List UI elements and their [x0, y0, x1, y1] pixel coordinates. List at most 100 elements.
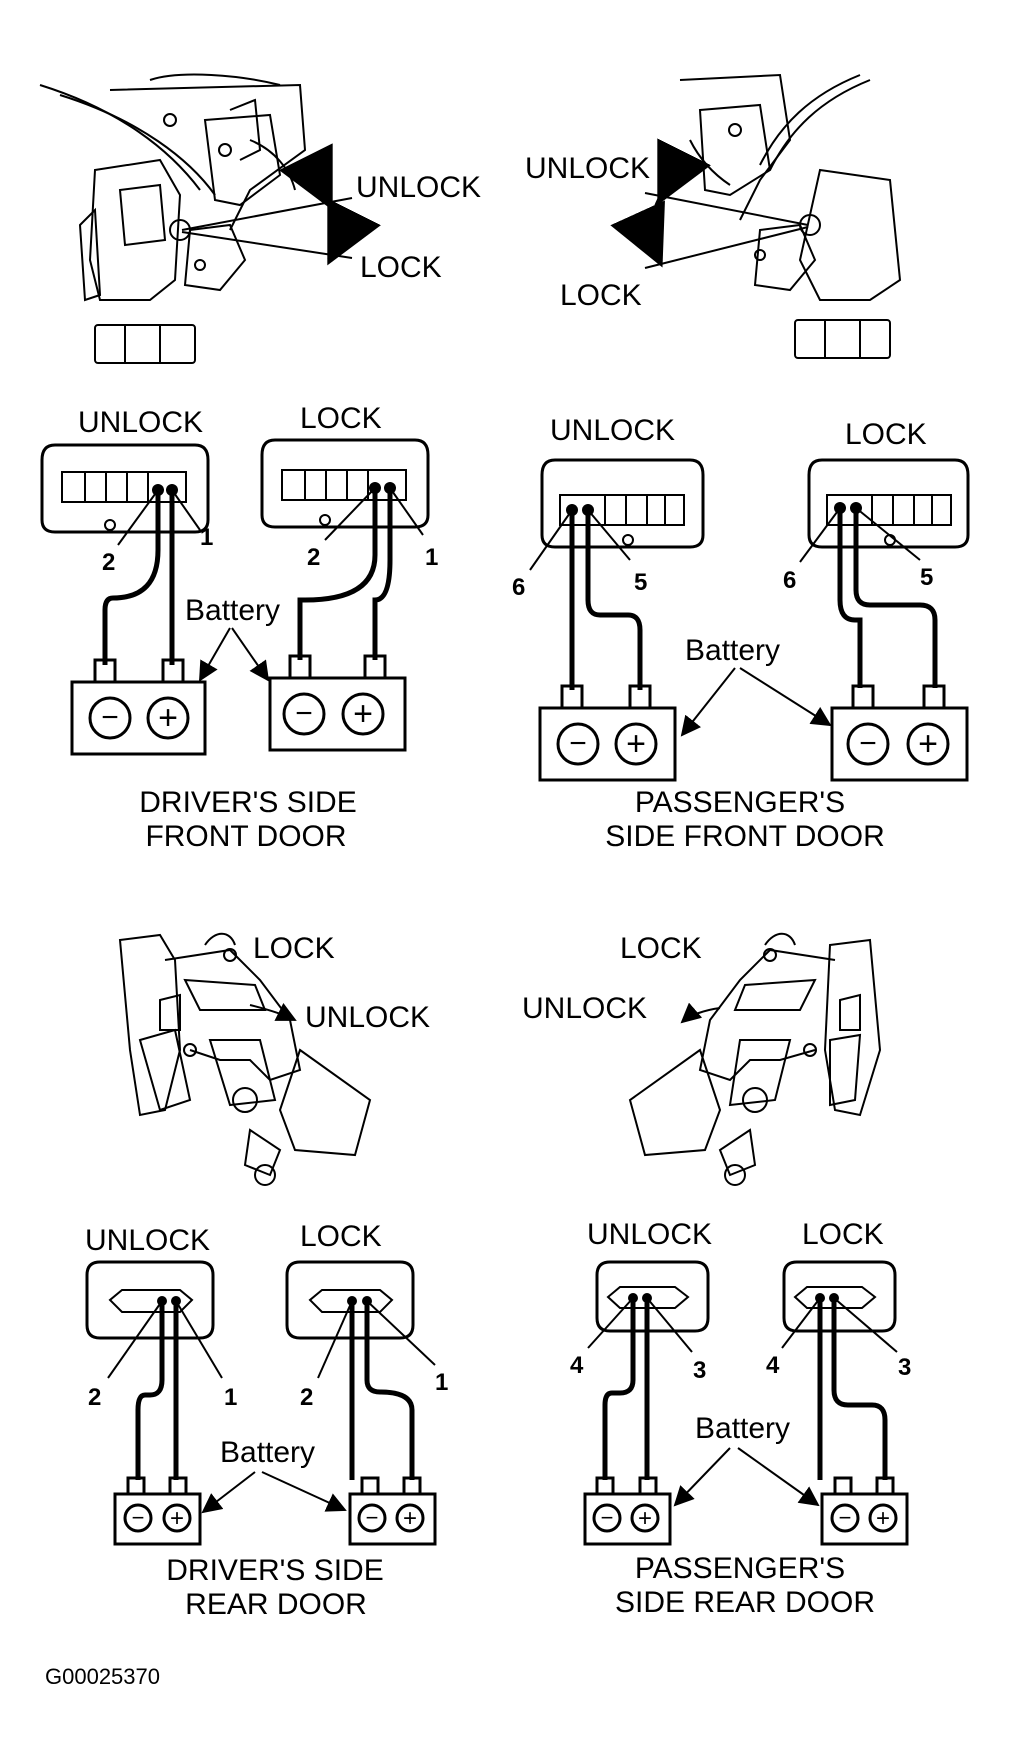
front-passenger-battery-arrow-left — [680, 667, 736, 737]
front-passenger-lock-pin6-label: 6 — [783, 567, 796, 594]
front-driver-lock-battery-minus: − — [295, 697, 313, 730]
front-driver-battery-label: Battery — [185, 594, 280, 627]
rear-passenger-unlock-lever-label: UNLOCK — [522, 992, 647, 1025]
front-passenger-lock-pin5-label: 5 — [920, 564, 933, 591]
rear-driver-unlock-battery-minus: − — [132, 1505, 145, 1530]
rear-driver-lock-pin2-label: 2 — [300, 1384, 313, 1411]
front-driver-unlock-connector — [40, 443, 210, 534]
rear-driver-unlock-battery-plus: + — [170, 1505, 184, 1532]
front-passenger-unlock-pin5-label: 5 — [634, 569, 647, 596]
front-driver-unlock-pin2-leader — [117, 489, 159, 546]
front-driver-lever-arrow — [181, 143, 381, 266]
front-driver-unlock-lever-label: UNLOCK — [356, 171, 481, 204]
rear-passenger-lock-pin4-leader — [781, 1297, 821, 1349]
front-driver-lock-battery: − + — [268, 654, 407, 752]
rear-driver-lock-pin1-label: 1 — [435, 1369, 448, 1396]
front-passenger-unlock-title: UNLOCK — [550, 414, 675, 447]
front-passenger-unlock-pin6-leader — [529, 509, 573, 571]
front-driver-lock-pin1-label: 1 — [425, 544, 438, 571]
front-driver-unlock-pin1-label: 1 — [200, 524, 213, 551]
rear-passenger-unlock-pin4-leader — [587, 1297, 634, 1349]
front-driver-unlock-battery-plus: + — [158, 699, 178, 737]
front-passenger-lock-battery-plus: + — [918, 725, 938, 763]
rear-passenger-mechanism — [628, 932, 882, 1186]
front-driver-mechanism — [39, 73, 307, 364]
rear-driver-unlock-lever-label: UNLOCK — [305, 1001, 430, 1034]
rear-passenger-battery-arrow-right — [737, 1447, 820, 1507]
front-passenger-unlock-pin6-label: 6 — [512, 574, 525, 601]
rear-driver-unlock-connector — [85, 1260, 215, 1340]
rear-driver-lock-pin2-leader — [317, 1300, 353, 1379]
rear-driver-caption-line1: DRIVER'S SIDE — [166, 1554, 383, 1587]
rear-driver-unlock-pin1-leader — [175, 1300, 223, 1379]
rear-driver-unlock-wires — [135, 1301, 179, 1480]
front-driver-lock-wires — [297, 488, 393, 660]
front-driver-unlock-wires — [102, 490, 175, 665]
rear-driver-lock-title: LOCK — [300, 1220, 382, 1253]
front-passenger-unlock-battery-plus: + — [626, 725, 646, 763]
front-driver-lock-lever-label: LOCK — [360, 251, 442, 284]
front-passenger-lever-arrow — [610, 138, 809, 269]
rear-passenger-unlock-wires — [602, 1298, 650, 1480]
rear-passenger-lock-wires — [817, 1298, 888, 1480]
front-driver-lock-pin1-leader — [389, 487, 424, 536]
rear-driver-lock-wires — [349, 1301, 415, 1480]
rear-passenger-battery-label: Battery — [695, 1412, 790, 1445]
rear-passenger-lock-connector — [782, 1260, 897, 1333]
front-passenger-unlock-lever-label: UNLOCK — [525, 152, 650, 185]
rear-driver-lock-battery-plus: + — [403, 1505, 417, 1532]
rear-driver-battery-label: Battery — [220, 1436, 315, 1469]
rear-passenger-unlock-title: UNLOCK — [587, 1218, 712, 1251]
front-passenger-mechanism — [679, 73, 902, 359]
rear-passenger-unlock-battery-minus: − — [601, 1505, 614, 1530]
front-driver-lock-battery-plus: + — [353, 695, 373, 733]
rear-passenger-unlock-pin3-label: 3 — [693, 1357, 706, 1384]
front-driver-unlock-pin2-label: 2 — [102, 549, 115, 576]
rear-passenger-battery-arrow-left — [673, 1447, 731, 1507]
rear-passenger-unlock-pin4-label: 4 — [570, 1352, 584, 1379]
rear-driver-battery-arrow-right — [261, 1471, 347, 1512]
rear-driver-unlock-pin2-leader — [107, 1300, 163, 1379]
front-driver-battery-arrow-right — [231, 627, 270, 682]
front-passenger-lock-pin5-leader — [855, 507, 921, 561]
rear-driver-battery-arrow-left — [201, 1471, 256, 1514]
front-passenger-lock-battery: − + — [830, 684, 969, 782]
front-driver-lock-connector — [260, 438, 430, 529]
rear-driver-lock-battery-minus: − — [366, 1505, 379, 1530]
front-passenger-unlock-pin5-leader — [587, 509, 631, 561]
rear-driver-unlock-battery: − + — [113, 1476, 202, 1546]
rear-passenger-lock-pin4-label: 4 — [766, 1352, 780, 1379]
rear-driver-mechanism — [118, 932, 372, 1186]
front-passenger-caption-line1: PASSENGER'S — [635, 786, 845, 819]
front-passenger-lock-lever-label: LOCK — [560, 279, 642, 312]
rear-driver-unlock-pin1-label: 1 — [224, 1384, 237, 1411]
rear-passenger-caption-line2: SIDE REAR DOOR — [615, 1586, 875, 1619]
rear-passenger-unlock-battery-plus: + — [638, 1505, 652, 1532]
rear-passenger-unlock-battery: − + — [583, 1476, 672, 1546]
front-driver-caption-line2: FRONT DOOR — [145, 820, 346, 853]
front-passenger-lock-battery-minus: − — [859, 727, 877, 760]
rear-passenger-lock-title: LOCK — [802, 1218, 884, 1251]
front-driver-unlock-battery-minus: − — [101, 701, 119, 734]
front-passenger-unlock-battery: − + — [538, 684, 677, 782]
rear-driver-caption-line2: REAR DOOR — [185, 1588, 367, 1621]
rear-passenger-lock-pin3-leader — [833, 1297, 898, 1353]
front-passenger-battery-label: Battery — [685, 634, 780, 667]
rear-driver-lock-pin1-leader — [366, 1300, 436, 1366]
rear-passenger-lock-battery-plus: + — [876, 1505, 890, 1532]
rear-passenger-lock-pin3-label: 3 — [898, 1354, 911, 1381]
rear-passenger-caption-line1: PASSENGER'S — [635, 1552, 845, 1585]
front-driver-lock-title: LOCK — [300, 402, 382, 435]
front-driver-caption-line1: DRIVER'S SIDE — [139, 786, 356, 819]
rear-driver-lock-lever-label: LOCK — [253, 932, 335, 965]
rear-passenger-lock-battery-minus: − — [839, 1505, 852, 1530]
front-passenger-unlock-battery-minus: − — [569, 727, 587, 760]
figure-id: G00025370 — [45, 1664, 160, 1689]
rear-passenger-lock-battery: − + — [820, 1476, 909, 1546]
front-passenger-lock-wires — [837, 508, 938, 688]
front-driver-unlock-title: UNLOCK — [78, 406, 203, 439]
rear-driver-unlock-title: UNLOCK — [85, 1224, 210, 1257]
rear-driver-lock-battery: − + — [348, 1476, 437, 1546]
rear-driver-lever-arrow — [249, 1003, 297, 1021]
